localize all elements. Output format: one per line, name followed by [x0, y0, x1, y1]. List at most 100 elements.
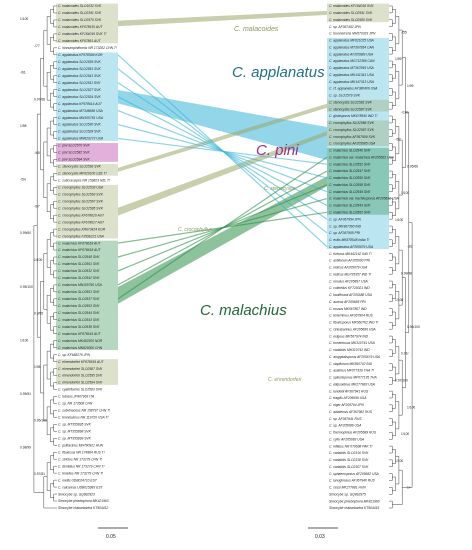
support-value: 1/100 — [395, 218, 403, 222]
left-leaf-label: C. applanatus MT348698 USA — [58, 109, 104, 113]
support-value: 0.95/51 — [20, 392, 31, 396]
support-value: -/100 — [401, 111, 409, 115]
right-leaf-label: Simocybe rhabarbarina KT904415 — [329, 506, 379, 510]
right-leaf-label: C. malachius SLO2550 SVK — [329, 176, 371, 180]
right-leaf-label: Simocybe sp. GQ892975 — [329, 492, 366, 496]
support-value: 1/100 — [34, 258, 42, 262]
right-leaf-label: C. applanatus MT367955 USA — [329, 66, 375, 70]
right-leaf-label: C. indicus MG735357 IND T! — [329, 272, 371, 276]
right-leaf-label: C. applanatus MT367954 CAN — [329, 45, 375, 49]
left-leaf-label: C. malachius MN105790 USA — [58, 283, 103, 287]
support-value: 1/100 — [20, 17, 28, 21]
clade-bands — [56, 3, 389, 385]
right-leaf-label: C. crocophyllus AF367909 SVK — [329, 135, 376, 139]
support-value: 0.95/100 — [20, 285, 33, 289]
right-leaf-label: C. rosaus MK567807 IND — [329, 307, 367, 311]
right-leaf-label: C. malachius SLO2543 SVK — [329, 204, 371, 208]
left-leaf-label: C. malachius SLO2538 SVK — [58, 325, 100, 329]
right-leaf-label: C. variabilis SLO2318 SVK — [329, 458, 369, 462]
right-leaf-label: C. inflatus NR 079698 PAK T! — [329, 444, 372, 448]
clade-label-pini: C. pini — [256, 142, 299, 159]
support-value: 1/100 — [407, 405, 415, 409]
left-band-malacoides — [56, 3, 118, 44]
left-leaf-label: C. applanatus KF678599 KOR — [58, 53, 103, 57]
right-leaf-label: Simocybe phlebophora MK421960 — [329, 499, 380, 503]
right-band-applanatus — [327, 37, 389, 250]
left-leaf-label: C. applanatus SLO2530 SVK — [58, 123, 102, 127]
right-leaf-label: C. furfurus MK462162 IND T! — [329, 252, 372, 256]
right-leaf-label: C. cinnabarinus AF205686 USA — [329, 327, 376, 331]
clade-label-malacoides: C. malacoides — [234, 26, 279, 33]
support-value: -/65 — [34, 151, 40, 155]
support-value: -/54 — [20, 178, 26, 182]
left-leaf-label: C. applanatus MN105781 USA — [58, 116, 104, 120]
connector-malacoides — [118, 10, 327, 27]
left-leaf-label: C. malachius KF678618 AUT — [58, 248, 102, 252]
right-leaf-label: C. sp. AF367955 PRI — [329, 231, 360, 235]
support-value: 0.97/100 — [395, 379, 408, 383]
left-leaf-label: Simocybe phlebophora MK421963 — [58, 499, 109, 503]
support-value: -/52 — [395, 138, 401, 142]
connector-malachius — [118, 176, 327, 304]
left-leaf-label: C. subcrassipes NR 159823 NZL T! — [58, 179, 110, 183]
left-leaf-label: C. applanatus SLO2551 SVK — [58, 67, 102, 71]
support-value: 1/100 — [401, 191, 409, 195]
support-value: 0.98/99 — [20, 445, 31, 449]
left-leaf-label: C. malachius MN629300 CHN — [58, 346, 103, 350]
right-leaf-label: C. tenerrimus AF367904 RUS — [329, 314, 373, 318]
right-leaf-label: C. stenocystis SLO2587 SVK — [329, 107, 373, 111]
support-value: -/67 — [34, 204, 40, 208]
right-leaf-label: C. lundellii AF367941 RUS — [329, 389, 369, 393]
right-leaf-label: C. malachius SLO2549 SVK — [329, 190, 371, 194]
clade-label-applanatus: C. applanatus — [232, 64, 325, 81]
right-leaf-label: C. variabilis SLO2316 SVK — [329, 451, 369, 455]
right-leaf-label: C. asiaticus MF077336 THA T! — [329, 369, 374, 373]
clade-label-stenocystis: C. stenocystis — [264, 186, 296, 192]
left-leaf-label: C. malachius SLO2551 SVK — [58, 290, 100, 294]
left-leaf-label: C. crocophyllus KF678620 AUT — [58, 213, 105, 217]
left-band-crocophyllus — [56, 184, 118, 239]
support-value: -/77 — [34, 44, 40, 48]
right-leaf-label: C. antillarum AF205600 PRI — [329, 259, 370, 263]
left-leaf-label: C. crocophyllus SLO2567 SVK — [58, 199, 104, 203]
left-leaf-label: C. applanatus SLO2541 SVK — [58, 74, 102, 78]
support-value: 0.97/68 — [34, 97, 45, 101]
right-tree-leaves: C. malacoides KF154018 SVK C. malacoides … — [329, 4, 400, 510]
left-leaf-label: C. malachius SLO2543 SVK — [58, 318, 100, 322]
support-value: 1/100 — [395, 459, 403, 463]
left-leaf-label: C. malacoides KF678615 AUT — [58, 25, 103, 29]
right-leaf-label: C. malacoides SLO2591 SVK — [329, 11, 373, 15]
left-leaf-label: C. malachius SLO2544 SVK — [58, 311, 100, 315]
right-leaf-label: C. sp. AF205686 USA — [329, 424, 362, 428]
left-leaf-label: C. dentatus NR 173279 CHN T! — [58, 464, 104, 468]
right-leaf-label: C. applanatus AF205689 USA — [329, 52, 374, 56]
left-leaf-label: C. crocophyllus SLO2533 USA — [58, 185, 104, 189]
support-value: 1/100 — [401, 432, 409, 436]
left-band-stenocystis — [56, 163, 118, 176]
right-tree-branches — [389, 5, 413, 509]
right-leaf-label: C. sphaerosporus AF205682 USA — [329, 472, 380, 476]
right-leaf-label: C. malacoides KF154018 SVK — [329, 4, 374, 8]
support-value: 1/98 — [34, 365, 41, 369]
tanglegram-connectors — [117, 10, 328, 304]
right-leaf-label: C. cessi MK277881 HUN — [329, 486, 366, 490]
left-leaf-label: C. lutosus JF907963 ITA — [58, 395, 95, 399]
left-leaf-label: C. applanatus SLO2511 SVK — [58, 81, 101, 85]
left-leaf-label: C. tenellus NR 173279 CHN T! — [58, 471, 103, 475]
right-leaf-label: C. spinulisporus MF077135 THA — [329, 376, 377, 380]
left-leaf-label: C. mellis UDB024710 EST — [58, 478, 98, 482]
left-leaf-label: C. fibulosus NR 174884 RUS T! — [58, 450, 105, 454]
clade-label-crocophyllus: C. crocophyllus — [178, 227, 213, 233]
left-leaf-label: C. crocophyllus SLO2563 SVK — [58, 192, 104, 196]
support-values: 1/100-/55-/771/99-/611/990.97/68-/1001/9… — [20, 17, 420, 490]
left-band-malachius — [56, 240, 118, 351]
left-band-ehrendorferi — [56, 359, 118, 385]
left-leaf-label: C. calcareus UDB015983 EST — [58, 485, 104, 489]
right-leaf-label: C. exiguus MK567974 IND — [329, 334, 369, 338]
support-value: 0.99/60 — [20, 231, 31, 235]
left-leaf-label: C. malacoides KF67861 AUT — [58, 39, 102, 43]
right-leaf-label: C. applanatus AF205679 USA — [329, 245, 374, 249]
scale-bar-left-label: 0.05 — [106, 534, 116, 540]
right-leaf-label: C. malachius SLO2546 SVK — [329, 149, 371, 153]
left-leaf-label: C. sp. MT355899 SVK — [58, 436, 92, 440]
